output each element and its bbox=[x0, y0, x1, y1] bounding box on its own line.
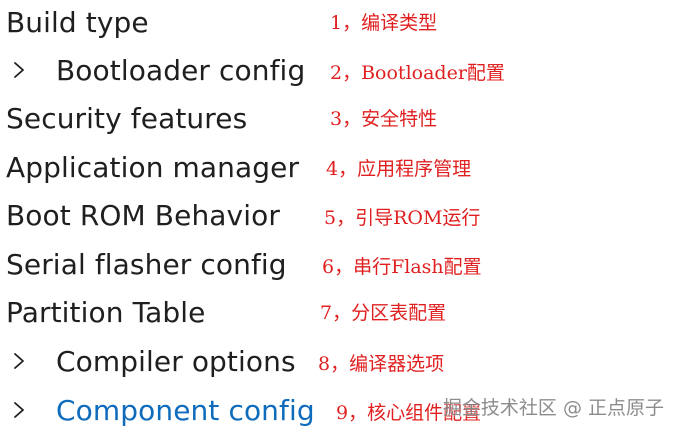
chevron-right-icon[interactable] bbox=[10, 46, 28, 94]
chevron-right-icon[interactable] bbox=[10, 337, 28, 385]
tree-item-label: Boot ROM Behavior bbox=[6, 198, 280, 232]
annotation-compiler-options: 8，编译器选项 bbox=[318, 353, 445, 375]
annotation-boot-rom-behavior: 5，引导ROM运行 bbox=[324, 207, 481, 229]
tree-item-label: Security features bbox=[6, 101, 248, 135]
tree-item-label: Build type bbox=[6, 5, 149, 39]
annotation-serial-flasher-config: 6，串行Flash配置 bbox=[322, 256, 482, 278]
tree-item-label: Serial flasher config bbox=[6, 247, 287, 281]
chevron-right-icon[interactable] bbox=[10, 386, 28, 434]
annotation-component-config: 9，核心组件配置 bbox=[336, 402, 482, 424]
annotation-build-type: 1，编译类型 bbox=[330, 12, 438, 34]
tree-item-label: Compiler options bbox=[56, 344, 296, 378]
annotation-application-manager: 4，应用程序管理 bbox=[326, 158, 472, 180]
watermark: 掘金技术社区 @ 正点原子 bbox=[442, 396, 664, 419]
tree-item-label: Partition Table bbox=[6, 295, 206, 329]
tree-item-label: Bootloader config bbox=[56, 53, 306, 87]
annotation-bootloader-config: 2，Bootloader配置 bbox=[330, 62, 505, 84]
annotation-partition-table: 7，分区表配置 bbox=[320, 302, 447, 324]
annotation-security-features: 3，安全特性 bbox=[330, 108, 438, 130]
tree-item-label: Component config bbox=[56, 393, 315, 427]
tree-item-label: Application manager bbox=[6, 150, 300, 184]
